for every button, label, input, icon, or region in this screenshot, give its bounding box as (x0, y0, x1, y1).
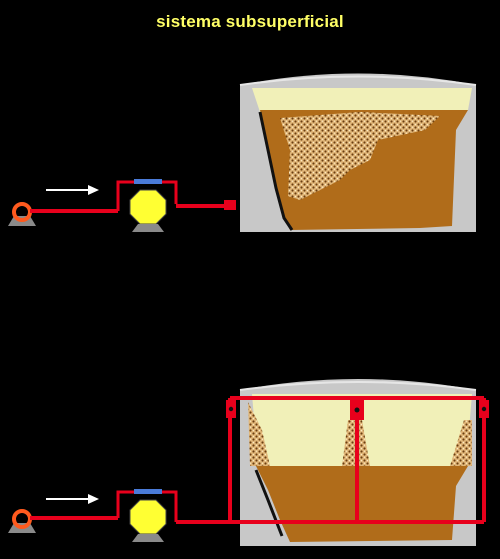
valve-icon (224, 200, 236, 210)
flow-arrow-icon (46, 494, 99, 504)
flow-arrow-icon (46, 185, 99, 195)
top-system (8, 73, 477, 232)
distribution-pipes (176, 396, 489, 524)
pump-icon (116, 489, 178, 542)
bottom-system (8, 379, 489, 546)
tank-icon (239, 73, 477, 232)
inlet-ring-icon (8, 202, 36, 226)
outlet-pipe (176, 204, 226, 208)
inlet-ring-icon (8, 509, 36, 533)
inlet-pipe (30, 209, 118, 213)
diagram-title: sistema subsuperficial (156, 12, 344, 31)
pump-icon (116, 179, 178, 232)
inlet-pipe (30, 516, 118, 520)
